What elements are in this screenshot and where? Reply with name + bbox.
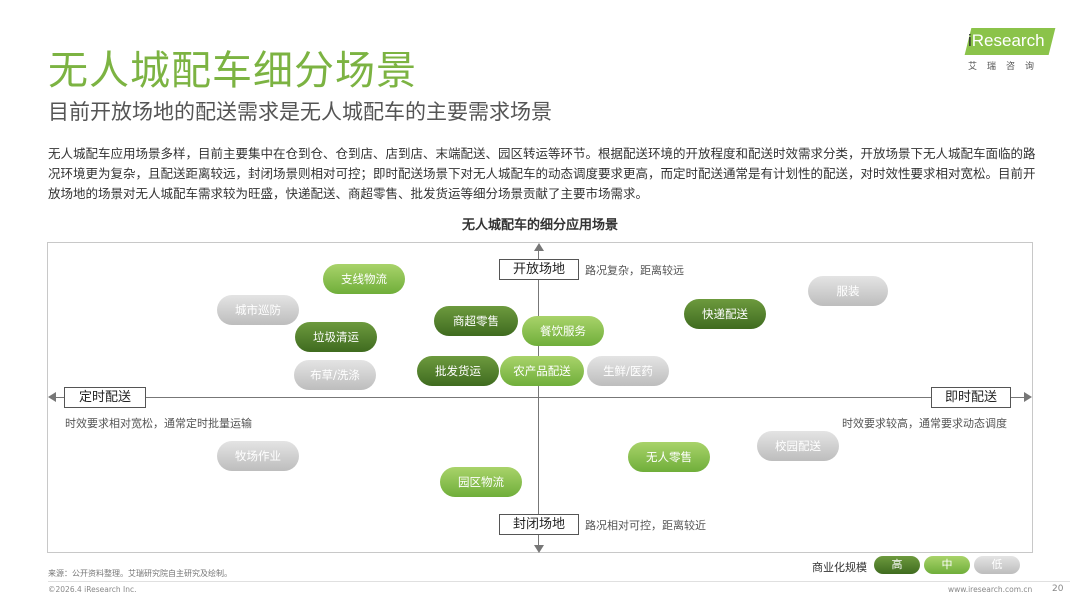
scenario-campus-delivery: 校园配送 xyxy=(757,431,839,461)
legend-high: 高 xyxy=(874,556,920,574)
axis-label-instant: 即时配送 xyxy=(931,387,1011,408)
scenario-unmanned-retail: 无人零售 xyxy=(628,442,710,472)
description-paragraph: 无人城配车应用场景多样，目前主要集中在仓到仓、仓到店、店到店、末端配送、园区转运… xyxy=(48,146,1036,201)
scenario-city-patrol: 城市巡防 xyxy=(217,295,299,325)
scenario-park-logistics: 园区物流 xyxy=(440,467,522,497)
scenario-supermarket-retail: 商超零售 xyxy=(434,306,518,336)
scenario-trunk-logistics: 支线物流 xyxy=(323,264,405,294)
legend-label: 商业化规模 xyxy=(812,561,867,574)
page-subtitle: 目前开放场地的配送需求是无人城配车的主要需求场景 xyxy=(48,100,552,124)
scenario-fresh-pharma: 生鲜/医药 xyxy=(587,356,669,386)
source-note: 来源：公开资料整理。艾瑞研究院自主研究及绘制。 xyxy=(48,569,232,578)
scenario-agri-delivery: 农产品配送 xyxy=(500,356,584,386)
scenario-garbage-collection: 垃圾清运 xyxy=(295,322,377,352)
axis-note-closed: 路况相对可控，距离较近 xyxy=(585,519,706,532)
legend-mid: 中 xyxy=(924,556,970,574)
arrow-down-icon xyxy=(534,545,544,553)
axis-note-open: 路况复杂，距离较远 xyxy=(585,264,684,277)
scenario-wholesale-freight: 批发货运 xyxy=(417,356,499,386)
arrow-right-icon xyxy=(1024,392,1032,402)
page-title: 无人城配车细分场景 xyxy=(48,48,417,94)
diagram-title: 无人城配车的细分应用场景 xyxy=(461,218,618,233)
footer-divider xyxy=(48,581,1070,582)
copyright: ©2026.4 iResearch Inc. xyxy=(48,585,137,594)
scenario-apparel: 服装 xyxy=(808,276,888,306)
vertical-axis xyxy=(538,250,539,546)
scenario-ranch-operation: 牧场作业 xyxy=(217,441,299,471)
logo-wordmark: iResearch xyxy=(968,31,1045,50)
axis-note-scheduled: 时效要求相对宽松，通常定时批量运输 xyxy=(65,417,252,430)
scenario-linen-washing: 布草/洗涤 xyxy=(294,360,376,390)
logo-chinese: 艾瑞咨询 xyxy=(968,62,1045,72)
horizontal-axis xyxy=(54,397,1024,398)
iresearch-logo: iResearch 艾瑞咨询 xyxy=(960,28,1056,72)
arrow-up-icon xyxy=(534,243,544,251)
scenario-express-delivery: 快递配送 xyxy=(684,299,766,329)
scenario-catering: 餐饮服务 xyxy=(522,316,604,346)
axis-label-closed: 封闭场地 xyxy=(499,514,579,535)
axis-note-instant: 时效要求较高，通常要求动态调度 xyxy=(842,417,1007,430)
website-link[interactable]: www.iresearch.com.cn xyxy=(948,585,1033,594)
arrow-left-icon xyxy=(48,392,56,402)
axis-label-scheduled: 定时配送 xyxy=(64,387,146,408)
page-number: 20 xyxy=(1052,584,1064,594)
axis-label-open: 开放场地 xyxy=(499,259,579,280)
legend-low: 低 xyxy=(974,556,1020,574)
